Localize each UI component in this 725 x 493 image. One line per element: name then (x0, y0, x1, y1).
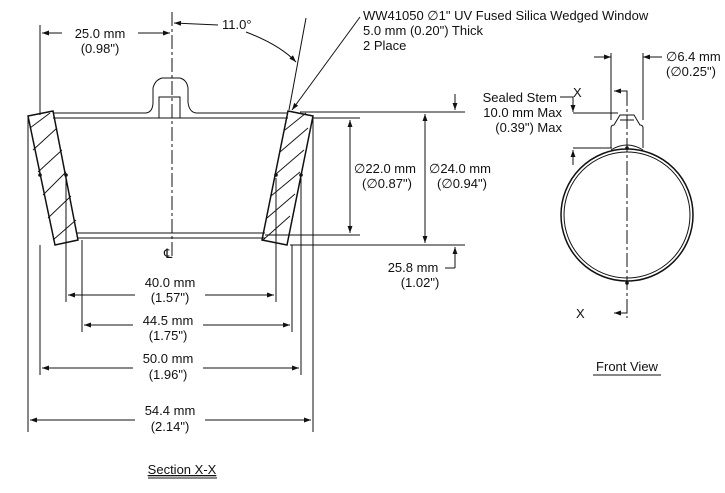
half-width-mm: 25.0 mm (75, 26, 126, 41)
inner-dia-mm: ∅22.0 mm (354, 161, 416, 176)
width-44-mm: 44.5 mm (143, 313, 194, 328)
width-54-in: (2.14") (151, 419, 190, 434)
stem-dia-in: (∅0.25") (666, 64, 716, 79)
height-mm: 25.8 mm (388, 260, 439, 275)
width-40-mm: 40.0 mm (145, 275, 196, 290)
window-callout-line2: 5.0 mm (0.20") Thick (363, 23, 483, 38)
left-window (27, 110, 79, 246)
section-view: ℄ 25.0 mm (0.98") 11.0° WW41050 ∅1" UV F… (27, 8, 649, 479)
right-window (261, 110, 314, 246)
inner-dia-in: (∅0.87") (362, 176, 412, 191)
outer-dia-mm: ∅24.0 mm (429, 161, 491, 176)
half-width-in: (0.98") (81, 41, 120, 56)
window-callout-line1: WW41050 ∅1" UV Fused Silica Wedged Windo… (363, 8, 649, 23)
stem-note-line1: Sealed Stem (483, 90, 557, 105)
centerline-symbol: ℄ (163, 246, 173, 261)
angle-label: 11.0° (222, 17, 252, 32)
height-in: (1.02") (401, 275, 440, 290)
width-44-in: (1.75") (149, 328, 188, 343)
width-54-mm: 54.4 mm (145, 403, 196, 418)
width-50-in: (1.96") (149, 367, 188, 382)
stem-note-line2: 10.0 mm Max (483, 105, 562, 120)
width-50-mm: 50.0 mm (143, 351, 194, 366)
front-view: ∅6.4 mm (∅0.25") X X Sealed Stem 10.0 mm… (483, 49, 721, 376)
window-callout-line3: 2 Place (363, 38, 406, 53)
section-mark-bottom: X (576, 306, 585, 321)
section-mark-top: X (573, 85, 582, 100)
width-40-in: (1.57") (151, 290, 190, 305)
stem-note-line3: (0.39") Max (495, 120, 562, 135)
outer-dia-in: (∅0.94") (437, 176, 487, 191)
stem-bump (53, 77, 288, 114)
stem-square (158, 96, 181, 119)
stem-dia-mm: ∅6.4 mm (666, 49, 721, 64)
section-title: Section X-X (148, 462, 217, 477)
front-view-title: Front View (596, 359, 659, 374)
